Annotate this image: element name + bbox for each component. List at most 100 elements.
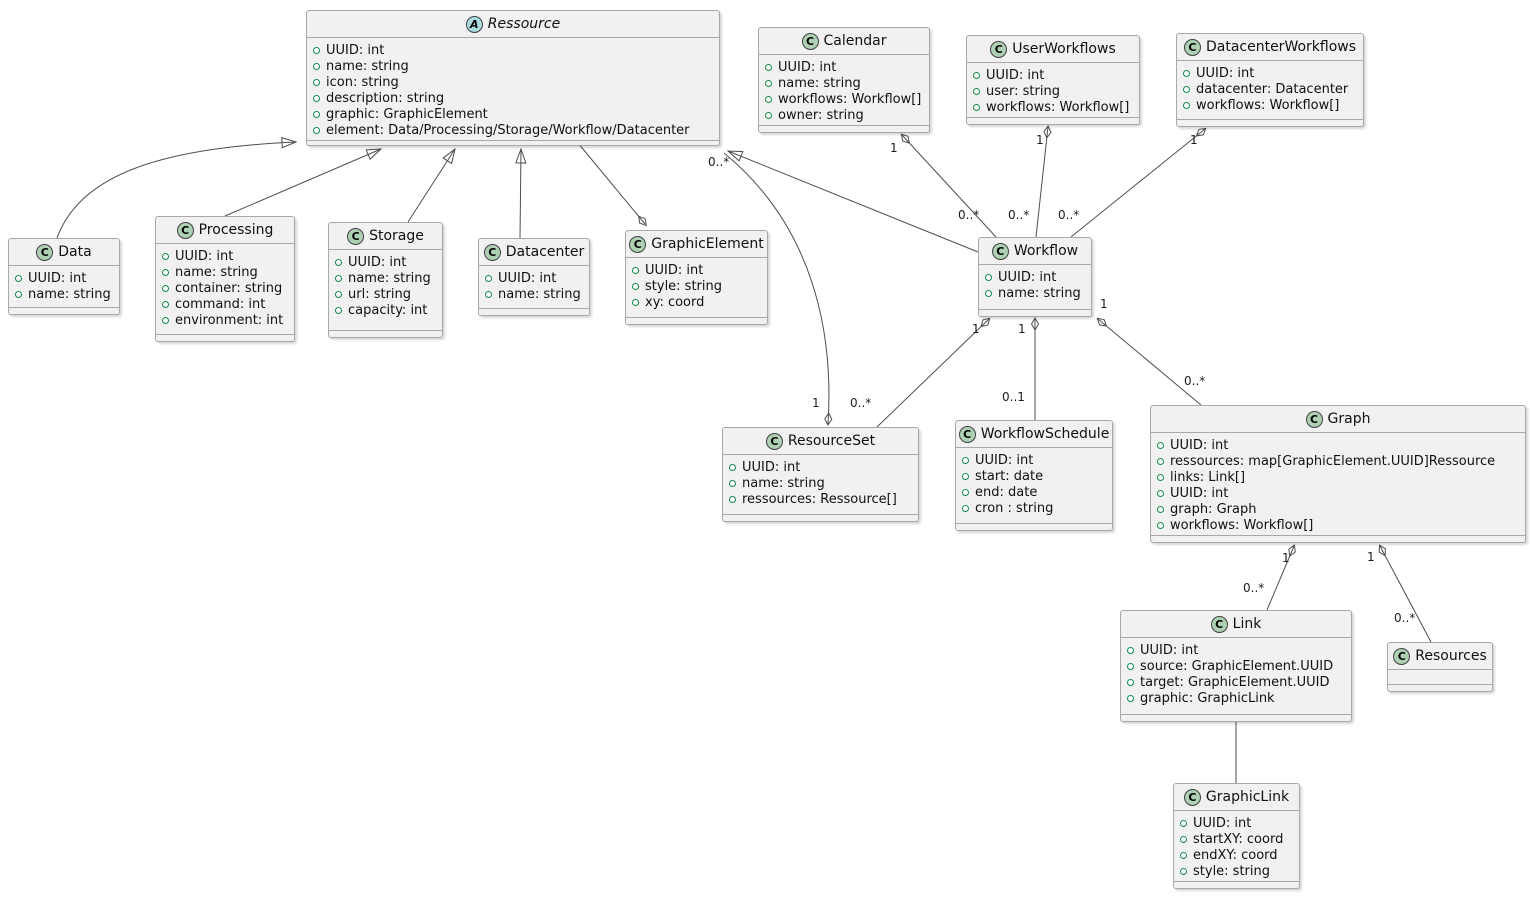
methods-compartment xyxy=(1121,714,1351,721)
attribute-text: workflows: Workflow[] xyxy=(1196,97,1340,113)
attribute-text: workflows: Workflow[] xyxy=(986,99,1130,115)
field-visibility-icon xyxy=(485,274,492,282)
class-attribute: UUID: int xyxy=(1183,65,1357,81)
attribute-text: UUID: int xyxy=(645,262,704,278)
methods-compartment xyxy=(1388,684,1492,691)
attribute-text: element: Data/Processing/Storage/Workflo… xyxy=(326,122,690,138)
class-attribute: user: string xyxy=(973,83,1133,99)
attribute-text: name: string xyxy=(498,286,581,302)
class-title: GraphicLink xyxy=(1205,789,1290,805)
attribute-text: UUID: int xyxy=(175,248,234,264)
class-icon: C xyxy=(36,243,54,261)
attribute-text: url: string xyxy=(348,286,412,302)
class-attribute: target: GraphicElement.UUID xyxy=(1127,674,1345,690)
multiplicity-ressource-many: 0..* xyxy=(708,155,730,169)
methods-compartment xyxy=(723,514,918,521)
class-title: Workflow xyxy=(1013,243,1079,259)
class-attribute: UUID: int xyxy=(985,269,1085,285)
class-calendar-header: C Calendar xyxy=(759,28,929,55)
attribute-text: name: string xyxy=(998,285,1081,301)
attribute-text: user: string xyxy=(986,83,1060,99)
field-visibility-icon xyxy=(335,306,342,314)
class-ressource-header: A Ressource xyxy=(307,11,719,38)
class-attribute: capacity: int xyxy=(335,302,436,318)
methods-compartment xyxy=(479,308,589,315)
class-attribute: UUID: int xyxy=(1157,485,1519,501)
multiplicity-graph-link-one: 1 xyxy=(1282,551,1290,565)
class-title: Link xyxy=(1232,616,1262,632)
class-attribute: UUID: int xyxy=(1180,815,1293,831)
class-title: Processing xyxy=(198,222,274,238)
field-visibility-icon xyxy=(985,273,992,281)
field-visibility-icon xyxy=(962,488,969,496)
class-attribute: ressources: Ressource[] xyxy=(729,491,912,507)
field-visibility-icon xyxy=(313,110,320,118)
class-icon: C xyxy=(347,227,365,245)
attribute-text: workflows: Workflow[] xyxy=(778,91,922,107)
attribute-text: capacity: int xyxy=(348,302,428,318)
attribute-text: name: string xyxy=(175,264,258,280)
methods-compartment xyxy=(329,330,442,337)
class-attribute: UUID: int xyxy=(1127,642,1345,658)
class-title: Graph xyxy=(1327,411,1371,427)
attribute-text: command: int xyxy=(175,296,266,312)
field-visibility-icon xyxy=(973,71,980,79)
multiplicity-workflow-schedule-one: 1 xyxy=(1018,322,1026,336)
attribute-text: name: string xyxy=(778,75,861,91)
class-icon: C xyxy=(990,40,1008,58)
class-attribute: name: string xyxy=(985,285,1085,301)
class-title: UserWorkflows xyxy=(1012,41,1116,57)
class-datacenterworkflows-header: C DatacenterWorkflows xyxy=(1177,34,1363,61)
class-attribute: container: string xyxy=(162,280,288,296)
multiplicity-graph-resources-one: 1 xyxy=(1367,550,1375,564)
field-visibility-icon xyxy=(1157,441,1164,449)
field-visibility-icon xyxy=(729,479,736,487)
methods-compartment xyxy=(759,125,929,132)
attribute-text: UUID: int xyxy=(348,254,407,270)
class-icon: C xyxy=(1183,788,1201,806)
class-title: Datacenter xyxy=(505,244,585,260)
methods-compartment xyxy=(1177,119,1363,126)
attribute-text: cron : string xyxy=(975,500,1054,516)
field-visibility-icon xyxy=(632,266,639,274)
methods-compartment xyxy=(1174,881,1299,888)
attribute-text: graph: Graph xyxy=(1170,501,1257,517)
field-visibility-icon xyxy=(962,456,969,464)
field-visibility-icon xyxy=(15,290,22,298)
class-resources-header: C Resources xyxy=(1388,643,1492,670)
attribute-text: UUID: int xyxy=(742,459,801,475)
field-visibility-icon xyxy=(1180,867,1187,875)
attribute-text: links: Link[] xyxy=(1170,469,1246,485)
class-attribute: graphic: GraphicElement xyxy=(313,106,713,122)
attribute-text: owner: string xyxy=(778,107,864,123)
multiplicity-schedule-zero-or-one: 0..1 xyxy=(1002,390,1025,404)
multiplicity-workflow-graph-one: 1 xyxy=(1100,297,1108,311)
field-visibility-icon xyxy=(1157,457,1164,465)
field-visibility-icon xyxy=(765,79,772,87)
abstract-class-icon: A xyxy=(465,15,483,33)
class-attribute: command: int xyxy=(162,296,288,312)
attribute-text: name: string xyxy=(326,58,409,74)
field-visibility-icon xyxy=(1157,489,1164,497)
class-graphiclink-header: C GraphicLink xyxy=(1174,784,1299,811)
attribute-text: graphic: GraphicElement xyxy=(326,106,488,122)
class-attribute: environment: int xyxy=(162,312,288,328)
attribute-text: icon: string xyxy=(326,74,399,90)
class-attribute: name: string xyxy=(15,286,113,302)
class-graphicelement-header: C GraphicElement xyxy=(626,231,767,258)
attribute-text: UUID: int xyxy=(1170,485,1229,501)
class-attribute: url: string xyxy=(335,286,436,302)
class-attribute: links: Link[] xyxy=(1157,469,1519,485)
class-attribute: workflows: Workflow[] xyxy=(973,99,1133,115)
attribute-text: UUID: int xyxy=(1193,815,1252,831)
class-attribute: icon: string xyxy=(313,74,713,90)
class-icon: C xyxy=(991,242,1009,260)
class-attribute: name: string xyxy=(162,264,288,280)
